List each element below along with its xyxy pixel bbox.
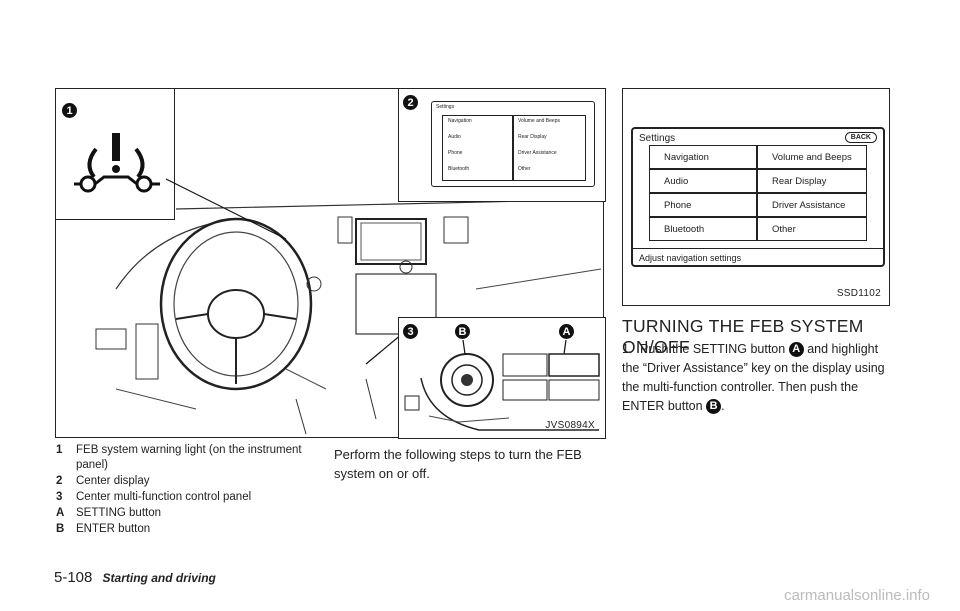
audio-button[interactable]: Audio — [649, 169, 757, 193]
driver-assistance-button[interactable]: Driver Assistance — [757, 193, 867, 217]
status-line: Adjust navigation settings — [639, 253, 742, 263]
mini-item: Phone — [448, 150, 463, 156]
mini-item: Other — [518, 166, 531, 172]
navigation-button[interactable]: Navigation — [649, 145, 757, 169]
mini-title: Settings — [436, 104, 455, 110]
step-text: and highlight the “Driver Assistance” ke… — [622, 342, 885, 413]
other-button[interactable]: Other — [757, 217, 867, 241]
mini-item: Rear Display — [518, 134, 547, 140]
callout-2: 2 — [403, 95, 418, 110]
marker-B: B — [706, 399, 722, 415]
callout-1: 1 — [62, 103, 77, 118]
mini-item: Navigation — [448, 118, 472, 124]
step-1: 1. Push the SETTING button A and highligh… — [622, 340, 888, 416]
callout-3: 3 — [403, 324, 418, 339]
callout-A: A — [559, 324, 574, 339]
section-heading: TURNING THE FEB SYSTEM ON/OFF — [622, 316, 864, 357]
center-display-inset: 2 Settings Navigation Volume and Beeps A… — [398, 88, 606, 202]
phone-button[interactable]: Phone — [649, 193, 757, 217]
watermark: carmanualsonline.info — [784, 587, 930, 604]
bluetooth-button[interactable]: Bluetooth — [649, 217, 757, 241]
back-button[interactable]: BACK — [844, 132, 877, 143]
figure-code: SSD1102 — [836, 288, 881, 299]
feb-warning-light-inset: 1 — [55, 88, 175, 220]
callout-B: B — [455, 324, 470, 339]
mini-settings-screen: Settings Navigation Volume and Beeps Aud… — [431, 101, 595, 187]
settings-title: Settings — [639, 133, 676, 144]
page-number: 5-108 — [54, 569, 93, 586]
mini-item: Bluetooth — [448, 166, 470, 172]
step-text: . — [721, 399, 725, 413]
section-name: Starting and driving — [102, 571, 216, 585]
mini-item: Driver Assistance — [518, 150, 557, 156]
intro-paragraph: Perform the following steps to turn the … — [334, 447, 582, 481]
dashboard-figure: 1 2 Se — [55, 88, 606, 439]
feb-warning-icon — [74, 133, 160, 193]
marker-A: A — [788, 342, 804, 358]
volume-beeps-button[interactable]: Volume and Beeps — [757, 145, 867, 169]
mini-item: Volume and Beeps — [518, 118, 560, 124]
settings-screen: Settings BACK Navigation Audio Phone Blu… — [631, 127, 885, 267]
status-bar — [633, 248, 883, 265]
rear-display-button[interactable]: Rear Display — [757, 169, 867, 193]
step-text: Push the SETTING button — [640, 342, 786, 356]
control-panel-illustration — [404, 339, 600, 431]
page-footer: 5-108 Starting and driving — [54, 569, 216, 586]
control-panel-inset: 3 B A — [398, 317, 606, 439]
figure-code: JVS0894X — [545, 420, 595, 431]
mini-item: Audio — [448, 134, 461, 140]
settings-figure: Settings BACK Navigation Audio Phone Blu… — [622, 88, 890, 306]
step-number: 1. — [622, 342, 633, 356]
